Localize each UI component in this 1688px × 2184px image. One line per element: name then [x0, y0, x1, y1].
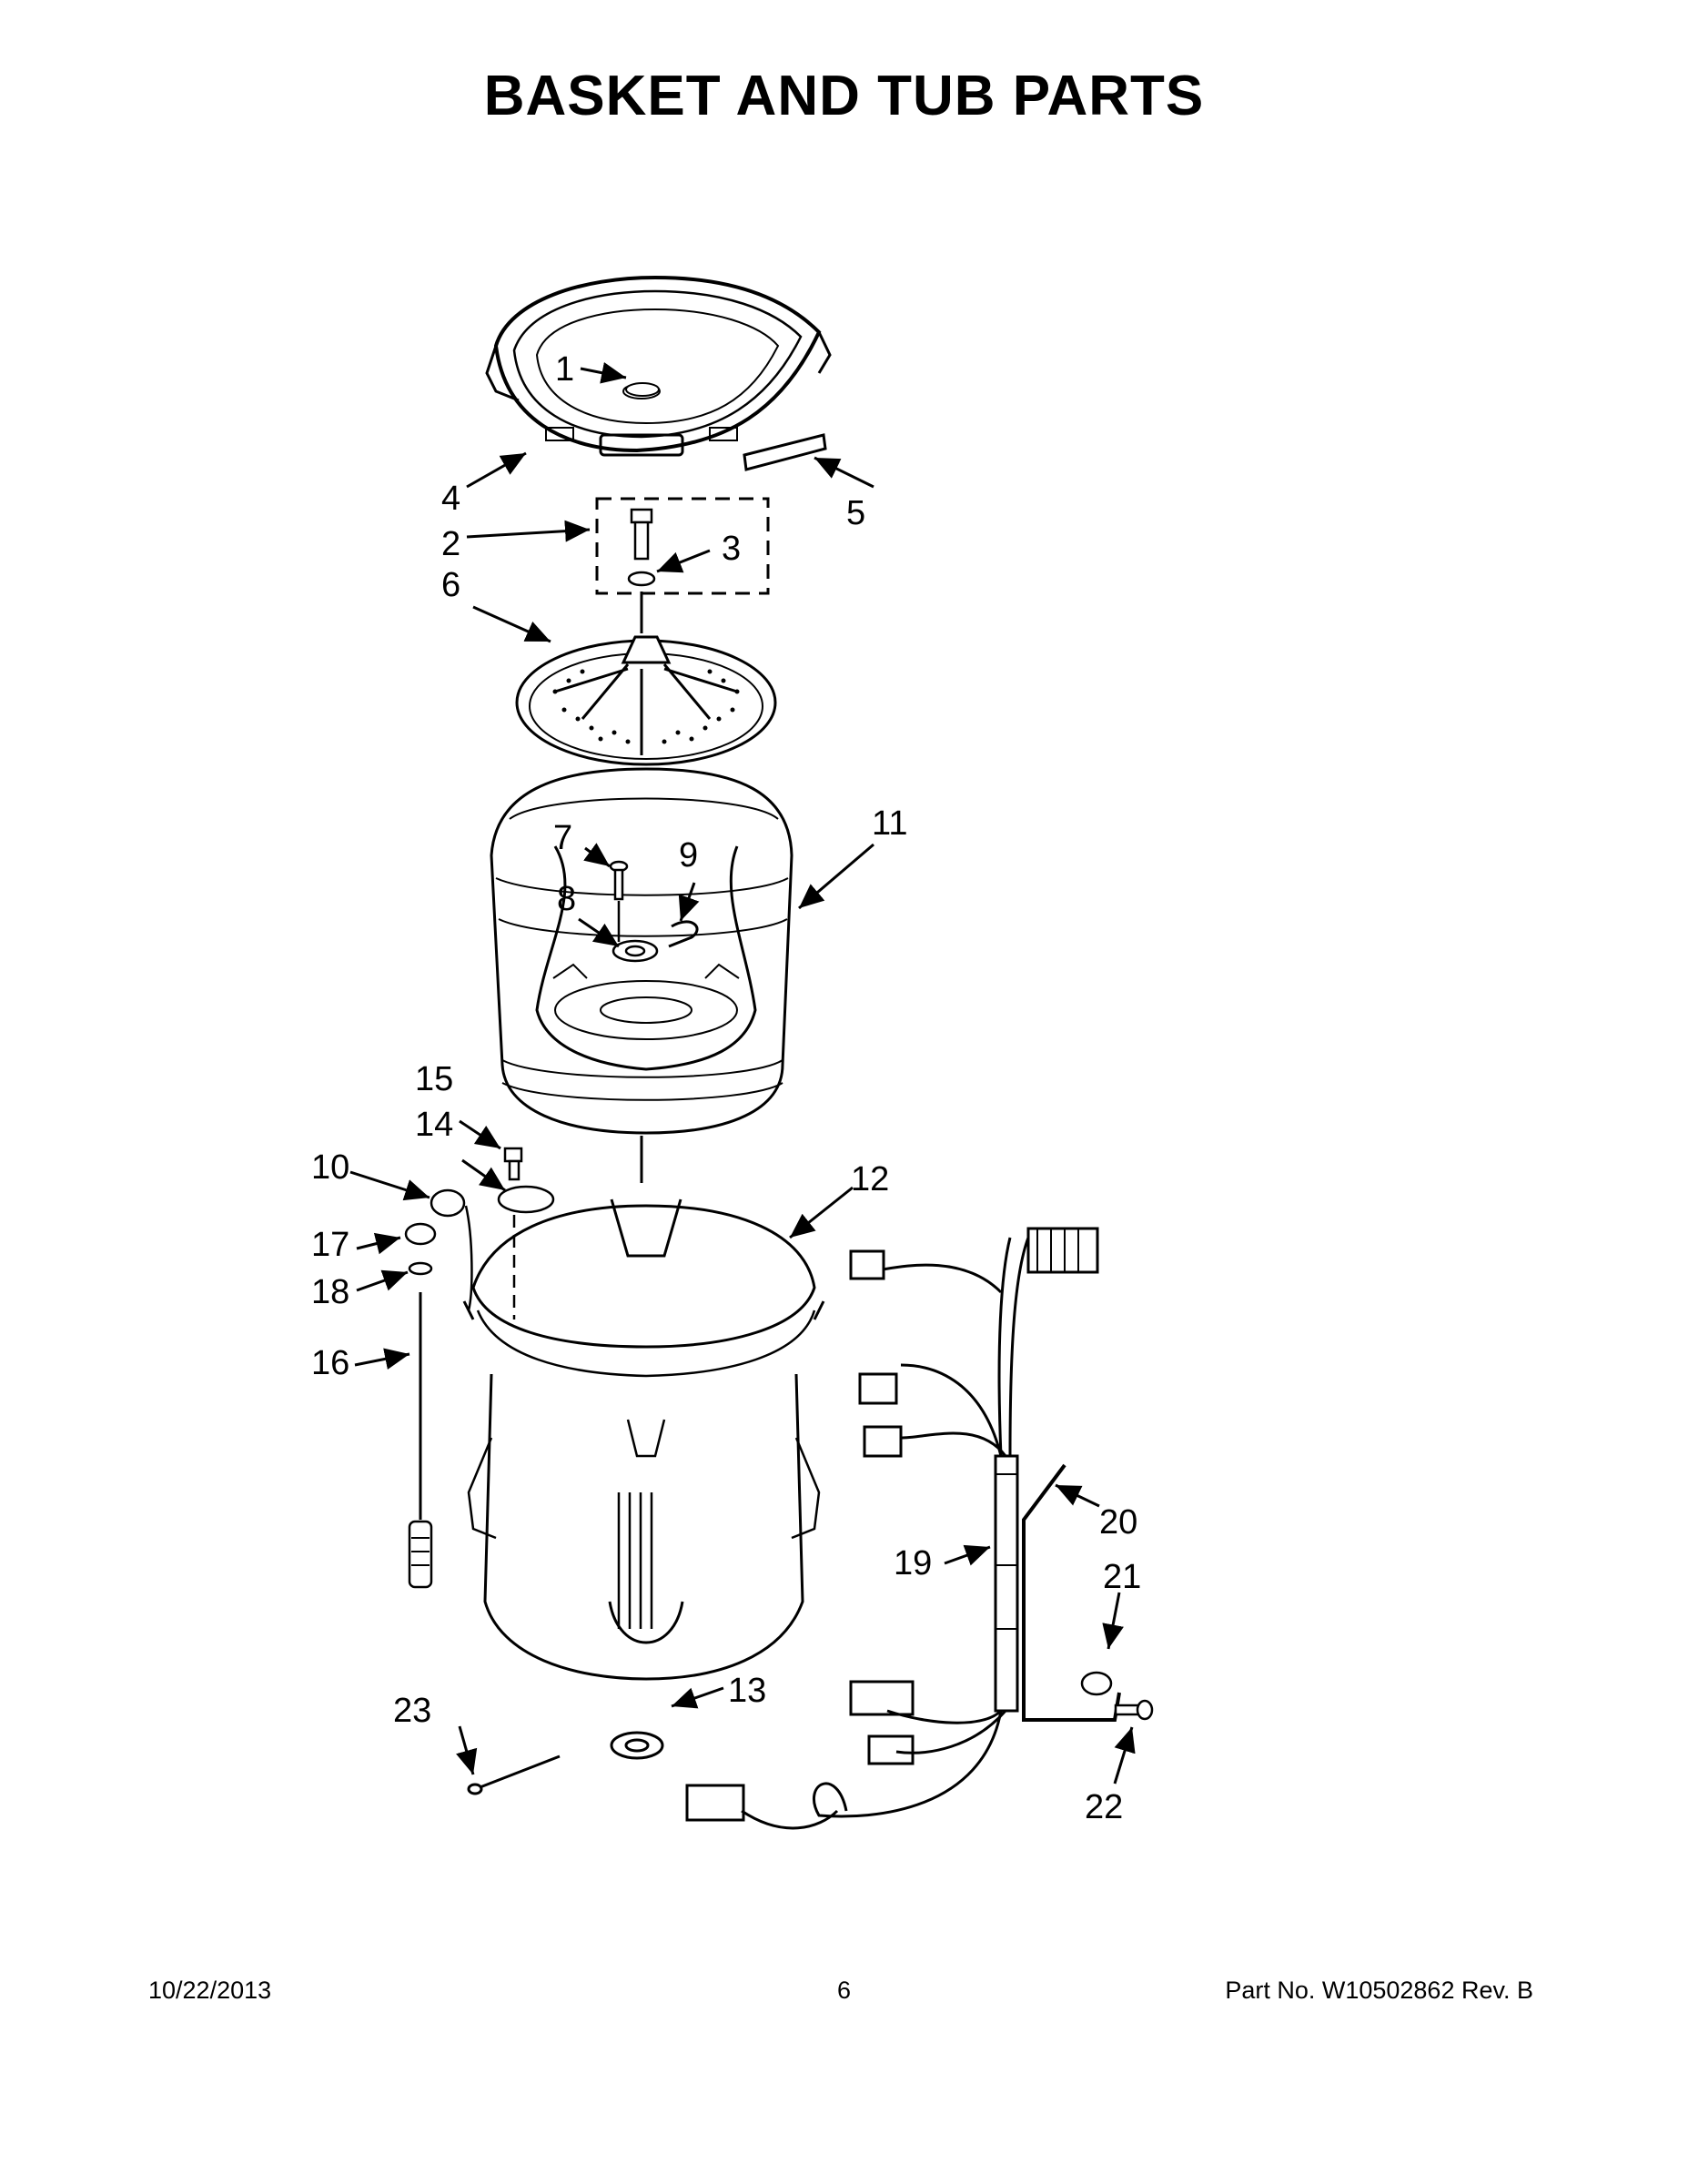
callout-5: 5 [846, 494, 865, 532]
page-title: BASKET AND TUB PARTS [483, 65, 1205, 127]
callout-19: 19 [894, 1544, 932, 1582]
probe-part [467, 1754, 561, 1795]
callout-16: 16 [311, 1344, 349, 1382]
callout-22: 22 [1085, 1788, 1123, 1826]
clip-part [668, 920, 699, 948]
callout-4: 4 [441, 480, 460, 518]
bolt-part [627, 508, 656, 587]
suspension-part [404, 1188, 466, 1589]
clamp-part [1080, 1671, 1113, 1696]
seal-part [610, 1731, 664, 1760]
callout-20: 20 [1099, 1503, 1137, 1542]
cap-part [625, 382, 660, 397]
footer-page-number: 6 [836, 1977, 852, 2004]
callout-21: 21 [1103, 1558, 1141, 1596]
callout-9: 9 [679, 836, 698, 875]
mount-plate-part [497, 1147, 555, 1214]
strip-part [743, 433, 827, 471]
leader-arrows [349, 361, 1136, 1785]
callout-12: 12 [851, 1160, 889, 1198]
callout-23: 23 [393, 1692, 431, 1730]
footer-part-number: Part No. W10502862 Rev. B [1225, 1977, 1533, 2004]
harness-part [685, 1227, 1099, 1830]
tub-part [462, 1198, 825, 1681]
impeller-part [515, 635, 777, 766]
tub-ring-part [485, 275, 832, 457]
callout-17: 17 [311, 1226, 349, 1264]
screw-part [609, 860, 629, 901]
callout-14: 14 [415, 1106, 453, 1144]
callout-18: 18 [311, 1273, 349, 1311]
callout-15: 15 [415, 1060, 453, 1098]
callout-8: 8 [557, 880, 576, 918]
callout-2: 2 [441, 525, 460, 563]
callout-6: 6 [441, 566, 460, 604]
footer-date: 10/22/2013 [148, 1977, 272, 2004]
callout-13: 13 [728, 1672, 766, 1710]
callout-10: 10 [311, 1148, 349, 1187]
basket-part [490, 767, 793, 1135]
bolt-kit-box [595, 497, 770, 595]
callout-7: 7 [553, 819, 572, 857]
callout-11: 11 [872, 804, 907, 843]
clamp-screw-part [1114, 1699, 1154, 1721]
callout-3: 3 [722, 530, 741, 568]
callout-1: 1 [555, 350, 574, 389]
hub-part [612, 939, 659, 963]
